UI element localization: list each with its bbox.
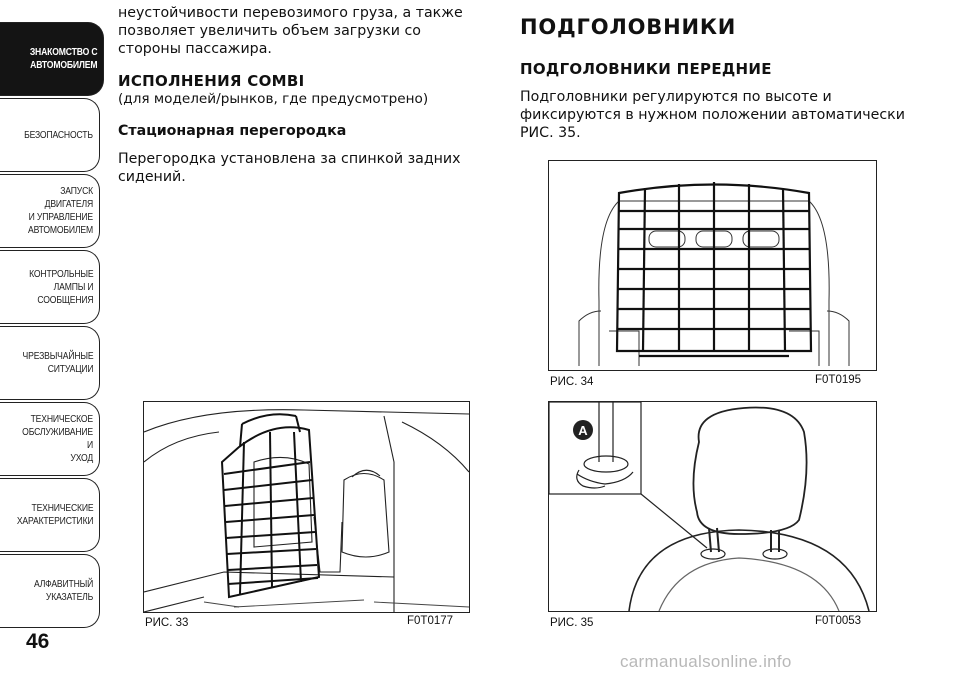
figure-35-caption: РИС. 35 xyxy=(550,617,594,629)
callout-a-badge xyxy=(573,420,593,440)
figure-34-code: F0T0195 xyxy=(815,374,862,386)
front-headrests-heading: ПОДГОЛОВНИКИ ПЕРЕДНИЕ xyxy=(520,60,772,78)
tab-emergency[interactable]: ЧРЕЗВЫЧАЙНЫЕ СИТУАЦИИ xyxy=(0,326,100,400)
tab-index[interactable]: АЛФАВИТНЫЙ УКАЗАТЕЛЬ xyxy=(0,554,100,628)
figure-34-partition-rear xyxy=(548,160,877,371)
headrest-illustration: A xyxy=(549,402,870,611)
figure-33-caption: РИС. 33 xyxy=(145,617,189,629)
headrests-heading: ПОДГОЛОВНИКИ xyxy=(520,15,737,39)
detail-inset-box xyxy=(549,402,642,495)
front-headrests-paragraph: Подголовники регулируются по высоте и фи… xyxy=(520,89,905,141)
watermark-link[interactable]: carmanualsonline.info xyxy=(620,652,792,671)
tab-label: ЧРЕЗВЫЧАЙНЫЕ СИТУАЦИИ xyxy=(22,350,93,375)
partition-paragraph: Перегородка установлена за спинкой задни… xyxy=(118,151,461,185)
figure-35-code: F0T0053 xyxy=(815,615,862,627)
combi-subheading: (для моделей/рынков, где предусмотрено) xyxy=(118,91,429,107)
tab-label: ЗАПУСК ДВИГАТЕЛЯ И УПРАВЛЕНИЕ АВТОМОБИЛЕ… xyxy=(28,185,94,236)
figure-33-code: F0T0177 xyxy=(407,615,454,627)
tab-label: ТЕХНИЧЕСКОЕ ОБСЛУЖИВАНИЕ И УХОД xyxy=(22,413,93,464)
tab-technical-specs[interactable]: ТЕХНИЧЕСКИЕ ХАРАКТЕРИСТИКИ xyxy=(0,478,100,552)
tab-label: АЛФАВИТНЫЙ УКАЗАТЕЛЬ xyxy=(33,578,93,603)
tab-label: КОНТРОЛЬНЫЕ ЛАМПЫ И СООБЩЕНИЯ xyxy=(28,267,93,306)
tab-label: ТЕХНИЧЕСКИЕ ХАРАКТЕРИСТИКИ xyxy=(16,502,93,527)
page-number: 46 xyxy=(26,630,50,653)
figure-35-headrest: A xyxy=(548,401,877,612)
intro-paragraph: неустойчивости перевозимого груза, а так… xyxy=(118,5,463,57)
tab-introduction[interactable]: ЗНАКОМСТВО С АВТОМОБИЛЕМ xyxy=(0,22,104,96)
callout-a-label: A xyxy=(578,423,588,438)
combi-heading: ИСПОЛНЕНИЯ COMBI xyxy=(118,72,305,90)
left-text-column: неустойчивости перевозимого груза, а так… xyxy=(118,4,478,200)
tab-label: БЕЗОПАСНОСТЬ xyxy=(24,128,93,141)
tab-safety[interactable]: БЕЗОПАСНОСТЬ xyxy=(0,98,100,172)
partition-rear-illustration xyxy=(578,182,850,366)
partition-heading: Стационарная перегородка xyxy=(118,123,347,139)
figure-33-partition-interior xyxy=(143,401,470,613)
figure-34-caption: РИС. 34 xyxy=(550,376,594,388)
partition-interior-illustration xyxy=(144,409,469,612)
tab-label: ЗНАКОМСТВО С АВТОМОБИЛЕМ xyxy=(29,46,97,71)
tab-warning-lights[interactable]: КОНТРОЛЬНЫЕ ЛАМПЫ И СООБЩЕНИЯ xyxy=(0,250,100,324)
tab-starting-driving[interactable]: ЗАПУСК ДВИГАТЕЛЯ И УПРАВЛЕНИЕ АВТОМОБИЛЕ… xyxy=(0,174,100,248)
right-text-column: ПОДГОЛОВНИКИ ПОДГОЛОВНИКИ ПЕРЕДНИЕ Подго… xyxy=(520,14,920,156)
tab-maintenance[interactable]: ТЕХНИЧЕСКОЕ ОБСЛУЖИВАНИЕ И УХОД xyxy=(0,402,100,476)
